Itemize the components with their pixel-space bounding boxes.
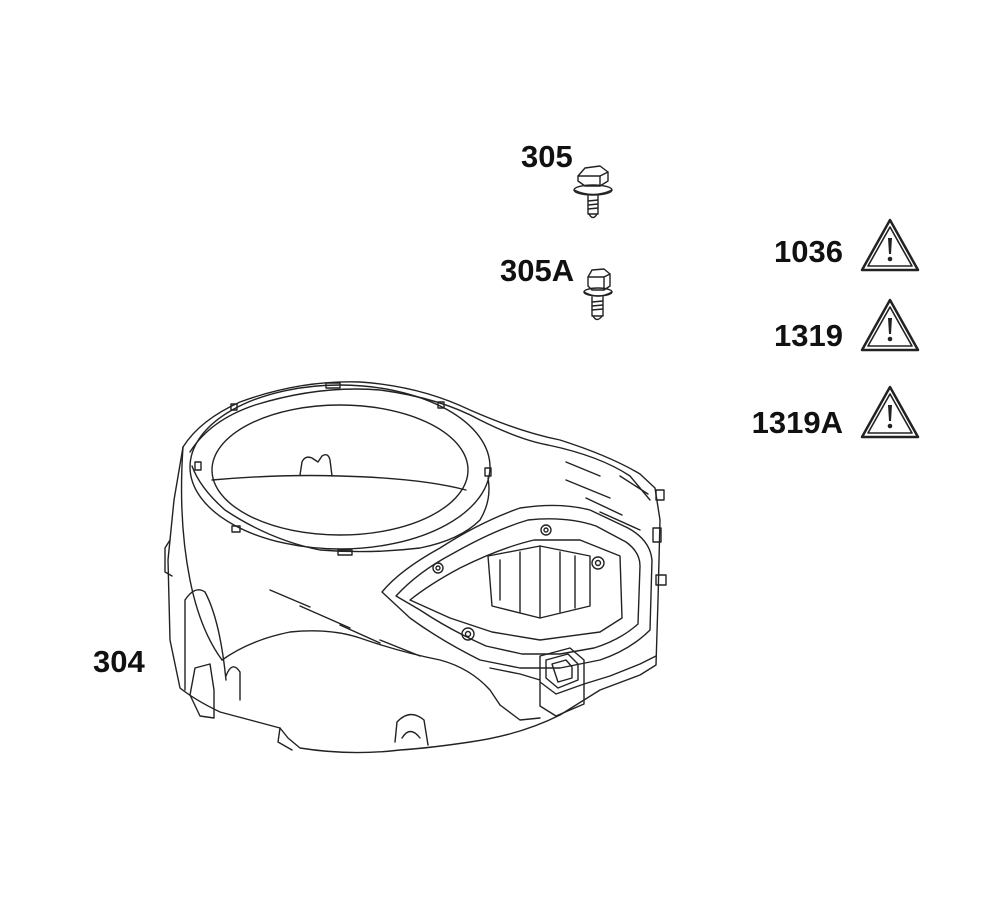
- warning-label-1036: 1036: [774, 234, 843, 269]
- bolt-305A-drawing: [583, 268, 613, 321]
- callout-305: 305: [521, 139, 573, 174]
- blower-housing-304: [164, 381, 667, 754]
- bolt-305-drawing: [573, 165, 613, 219]
- warning-triangle-icon: [860, 385, 920, 439]
- callout-305A: 305A: [500, 253, 575, 288]
- warning-label-1319: 1319: [774, 318, 843, 353]
- warning-label-1319A: 1319A: [751, 405, 843, 440]
- callout-304: 304: [93, 644, 145, 679]
- warning-triangle-icon: [860, 218, 920, 272]
- warning-triangle-icon: [860, 298, 920, 352]
